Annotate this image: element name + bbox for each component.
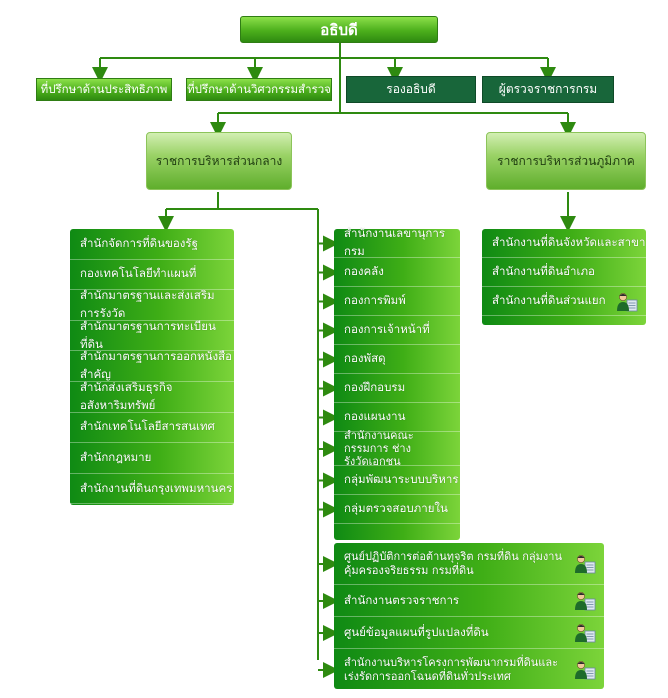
- inspector-general-box[interactable]: ผู้ตรวจราชการกรม: [482, 76, 614, 103]
- central-office-item[interactable]: สำนักกฎหมาย: [70, 443, 234, 474]
- support-office-item-label: กองพัสดุ: [344, 351, 386, 365]
- central-office-item[interactable]: สำนักจัดการที่ดินของรัฐ: [70, 229, 234, 260]
- central-office-item-label: สำนักจัดการที่ดินของรัฐ: [80, 235, 198, 250]
- support-office-item[interactable]: สำนักงานคณะกรรมการ ช่างรังวัดเอกชน: [334, 428, 460, 469]
- director-general-label: อธิบดี: [320, 20, 358, 39]
- special-unit-item-label: สำนักงานบริหารโครงการพัฒนากรมที่ดินและ เ…: [344, 656, 559, 683]
- central-office-item[interactable]: สำนักมาตรฐานการทะเบียนที่ดิน: [70, 318, 234, 352]
- special-unit-item[interactable]: สำนักงานตรวจราชการ: [334, 585, 604, 617]
- middle-office-list: สำนักงานเลขานุการกรมกองคลังกองการพิมพ์กอ…: [334, 226, 460, 540]
- central-admin-box[interactable]: ราชการบริหารส่วนกลาง: [146, 132, 292, 190]
- support-office-item[interactable]: กองการเจ้าหน้าที่: [334, 316, 460, 345]
- regional-office-item[interactable]: สำนักงานที่ดินส่วนแยก: [482, 287, 646, 316]
- deputy-director-box[interactable]: รองอธิบดี: [346, 76, 476, 103]
- support-office-item-label: สำนักงานเลขานุการกรม: [344, 226, 445, 258]
- support-office-item-label: กองแผนงาน: [344, 409, 406, 423]
- central-office-item-label: กองเทคโนโลยีทำแผนที่: [80, 266, 197, 281]
- support-office-item-label: กองการพิมพ์: [344, 293, 406, 307]
- deputy-director-label: รองอธิบดี: [386, 82, 436, 96]
- central-office-item[interactable]: สำนักเทคโนโลยีสารสนเทศ: [70, 413, 234, 444]
- central-office-item-label: สำนักส่งเสริมธุรกิจอสังหาริมทรัพย์: [80, 379, 173, 412]
- advisor-survey-label: ที่ปรึกษาด้านวิศวกรรมสำรวจ: [187, 81, 331, 96]
- advisor-survey-box[interactable]: ที่ปรึกษาด้านวิศวกรรมสำรวจ: [186, 78, 332, 101]
- central-office-item[interactable]: สำนักมาตรฐานการออกหนังสือสำคัญ: [70, 349, 234, 382]
- special-unit-item[interactable]: ศูนย์ข้อมูลแผนที่รูปแปลงที่ดิน: [334, 617, 604, 649]
- support-office-item-label: กองการเจ้าหน้าที่: [344, 322, 430, 336]
- regional-office-item[interactable]: สำนักงานที่ดินจังหวัดและสาขา: [482, 229, 646, 258]
- staff-icon: [616, 292, 638, 312]
- support-office-item-label: กลุ่มตรวจสอบภายใน: [344, 501, 448, 515]
- director-general-box[interactable]: อธิบดี: [240, 16, 438, 43]
- regional-office-item[interactable]: สำนักงานที่ดินอำเภอ: [482, 258, 646, 287]
- support-office-item[interactable]: กองการพิมพ์: [334, 287, 460, 316]
- staff-icon: [574, 660, 596, 680]
- support-office-item[interactable]: กองพัสดุ: [334, 345, 460, 374]
- regional-office-list: สำนักงานที่ดินจังหวัดและสาขาสำนักงานที่ด…: [482, 229, 646, 325]
- support-office-item[interactable]: กองฝึกอบรม: [334, 374, 460, 403]
- central-office-item[interactable]: สำนักส่งเสริมธุรกิจอสังหาริมทรัพย์: [70, 379, 234, 413]
- bottom-office-list: ศูนย์ปฏิบัติการต่อต้านทุจริต กรมที่ดิน ก…: [334, 543, 604, 691]
- central-office-item-label: สำนักมาตรฐานการทะเบียนที่ดิน: [80, 318, 216, 351]
- support-office-item[interactable]: กลุ่มตรวจสอบภายใน: [334, 495, 460, 524]
- support-office-item[interactable]: กองแผนงาน: [334, 403, 460, 432]
- regional-office-item-label: สำนักงานที่ดินส่วนแยก: [492, 293, 606, 307]
- support-office-item[interactable]: กองคลัง: [334, 258, 460, 287]
- special-unit-item[interactable]: ศูนย์ปฏิบัติการต่อต้านทุจริต กรมที่ดิน ก…: [334, 543, 604, 585]
- special-unit-item[interactable]: สำนักงานบริหารโครงการพัฒนากรมที่ดินและ เ…: [334, 649, 604, 691]
- regional-office-item-label: สำนักงานที่ดินจังหวัดและสาขา: [492, 235, 646, 249]
- regional-admin-label: ราชการบริหารส่วนภูมิภาค: [497, 153, 635, 168]
- advisor-efficiency-label: ที่ปรึกษาด้านประสิทธิภาพ: [40, 81, 168, 96]
- central-admin-label: ราชการบริหารส่วนกลาง: [155, 153, 283, 168]
- support-office-item-label: สำนักงานคณะกรรมการ ช่างรังวัดเอกชน: [344, 428, 414, 469]
- support-office-item[interactable]: กลุ่มพัฒนาระบบบริหาร: [334, 466, 460, 495]
- staff-icon: [574, 623, 596, 643]
- staff-icon: [574, 591, 596, 611]
- special-unit-item-label: สำนักงานตรวจราชการ: [344, 592, 460, 607]
- central-office-item[interactable]: สำนักงานที่ดินกรุงเทพมหานคร: [70, 474, 234, 505]
- staff-icon: [574, 554, 596, 574]
- inspector-general-label: ผู้ตรวจราชการกรม: [498, 82, 598, 96]
- central-office-item-label: สำนักงานที่ดินกรุงเทพมหานคร: [80, 480, 233, 495]
- advisor-efficiency-box[interactable]: ที่ปรึกษาด้านประสิทธิภาพ: [36, 78, 172, 101]
- special-unit-item-label: ศูนย์ข้อมูลแผนที่รูปแปลงที่ดิน: [344, 624, 489, 639]
- central-office-item[interactable]: สำนักมาตรฐานและส่งเสริมการรังวัด: [70, 287, 234, 321]
- support-office-item[interactable]: สำนักงานเลขานุการกรม: [334, 226, 460, 258]
- central-office-item-label: สำนักมาตรฐานและส่งเสริมการรังวัด: [80, 287, 215, 320]
- central-office-item-label: สำนักมาตรฐานการออกหนังสือสำคัญ: [80, 349, 233, 382]
- support-office-item-label: กลุ่มพัฒนาระบบบริหาร: [344, 472, 459, 486]
- left-office-list: สำนักจัดการที่ดินของรัฐกองเทคโนโลยีทำแผน…: [70, 229, 234, 505]
- regional-office-item-label: สำนักงานที่ดินอำเภอ: [492, 264, 595, 278]
- regional-admin-box[interactable]: ราชการบริหารส่วนภูมิภาค: [486, 132, 646, 190]
- special-unit-item-label: ศูนย์ปฏิบัติการต่อต้านทุจริต กรมที่ดิน ก…: [344, 550, 562, 577]
- central-office-item-label: สำนักกฎหมาย: [80, 449, 152, 464]
- central-office-item-label: สำนักเทคโนโลยีสารสนเทศ: [80, 419, 215, 434]
- central-office-item[interactable]: กองเทคโนโลยีทำแผนที่: [70, 260, 234, 291]
- support-office-item-label: กองคลัง: [344, 264, 384, 278]
- support-office-item-label: กองฝึกอบรม: [344, 380, 406, 394]
